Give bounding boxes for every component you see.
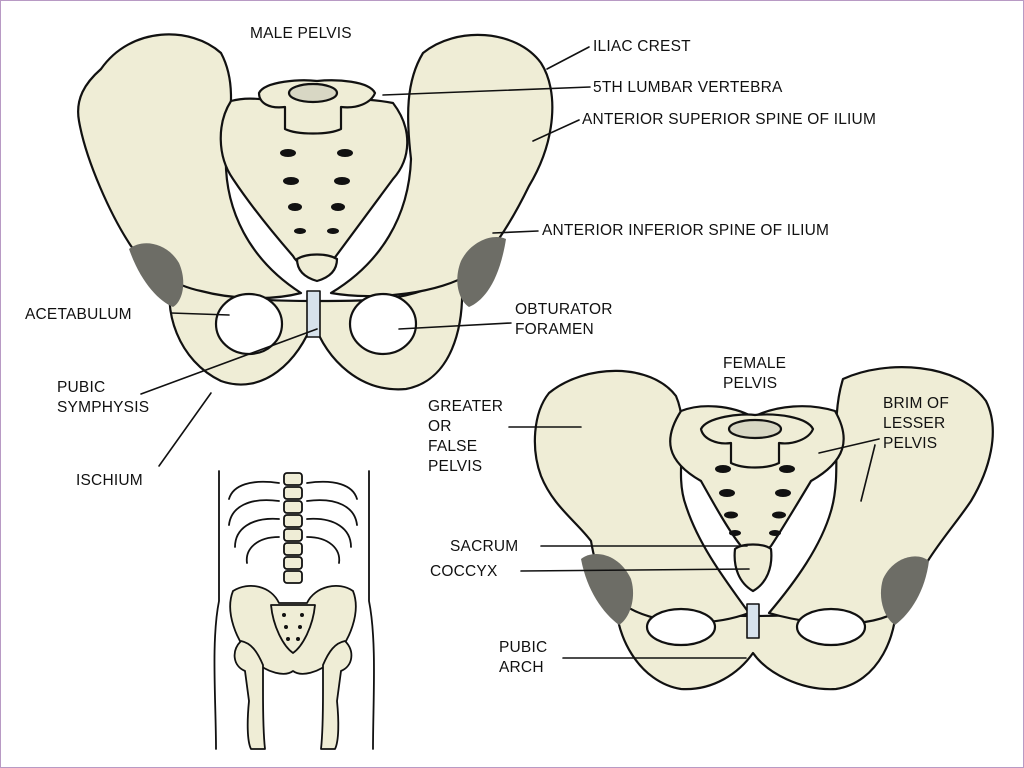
label-iliac-crest: ILIAC CREST: [593, 38, 691, 55]
label-arch-line-2: ARCH: [499, 659, 544, 676]
label-5th-lumbar-vertebra: 5TH LUMBAR VERTEBRA: [593, 79, 783, 96]
female-right-obturator-foramen: [795, 607, 867, 647]
female-sacrum: [669, 405, 845, 555]
label-brim-line-1: BRIM OF: [883, 395, 949, 412]
label-greater-line-1: GREATER: [428, 398, 504, 415]
label-greater-line-4: PELVIS: [428, 458, 483, 475]
female-pelvis-title: FEMALE PELVIS: [723, 354, 786, 394]
torso-left-femur: [233, 640, 266, 750]
male-left-ilium: [77, 33, 303, 300]
female-left-obturator-foramen: [645, 607, 717, 647]
label-greater-false-pelvis: GREATER OR FALSE PELVIS: [428, 397, 503, 477]
label-obturator-foramen: OBTURATOR FORAMEN: [515, 300, 613, 340]
label-obturator-line-1: OBTURATOR: [515, 301, 613, 318]
torso-sacral-dots: [282, 613, 304, 641]
male-left-acetabulum: [129, 243, 184, 307]
torso-ribs: [228, 480, 358, 564]
label-acetabulum: ACETABULUM: [25, 306, 132, 323]
label-greater-line-2: OR: [428, 418, 452, 435]
label-brim-line-2: LESSER: [883, 415, 946, 432]
torso-spine: [283, 472, 303, 584]
label-brim-line-3: PELVIS: [883, 435, 938, 452]
male-vertebral-disc: [287, 82, 339, 104]
label-symphysis-line-1: PUBIC: [57, 379, 106, 396]
female-left-ilium: [533, 369, 751, 624]
male-coccyx: [295, 253, 339, 283]
torso-right-femur: [320, 640, 353, 750]
torso-figure: [213, 470, 375, 750]
female-pelvis-drawing: [533, 366, 994, 691]
label-greater-line-3: FALSE: [428, 438, 478, 455]
female-title-line-1: FEMALE: [723, 355, 787, 372]
female-sacral-foramina: [715, 465, 795, 536]
label-obturator-line-2: FORAMEN: [515, 321, 594, 338]
female-right-acetabulum: [880, 556, 929, 625]
label-anterior-superior-spine: ANTERIOR SUPERIOR SPINE OF ILIUM: [582, 111, 877, 128]
male-pelvis-title: MALE PELVIS: [250, 25, 352, 42]
male-right-acetabulum: [457, 237, 506, 307]
male-sacral-foramina: [280, 149, 353, 234]
leader-lines: [140, 46, 880, 659]
torso-outline: [213, 470, 375, 750]
female-vertebral-disc: [727, 418, 783, 440]
label-pubic-arch: PUBIC ARCH: [499, 638, 547, 678]
female-title-line-2: PELVIS: [723, 375, 778, 392]
label-pubic-symphysis: PUBIC SYMPHYSIS: [57, 378, 149, 418]
male-pelvis-drawing: [77, 33, 554, 391]
label-brim-of-lesser-pelvis: BRIM OF LESSER PELVIS: [883, 394, 949, 454]
torso-sacrum: [270, 604, 316, 654]
label-ischium: ISCHIUM: [76, 472, 143, 489]
female-pubic-symphysis: [746, 603, 760, 639]
male-pubic-symphysis: [306, 290, 321, 338]
label-symphysis-line-2: SYMPHYSIS: [57, 399, 150, 416]
label-arch-line-1: PUBIC: [499, 639, 548, 656]
female-coccyx: [733, 543, 773, 593]
label-anterior-inferior-spine: ANTERIOR INFERIOR SPINE OF ILIUM: [542, 222, 830, 239]
label-sacrum: SACRUM: [450, 538, 519, 555]
female-left-acetabulum: [581, 553, 634, 625]
male-right-obturator-foramen: [348, 292, 418, 356]
label-coccyx: COCCYX: [430, 563, 498, 580]
